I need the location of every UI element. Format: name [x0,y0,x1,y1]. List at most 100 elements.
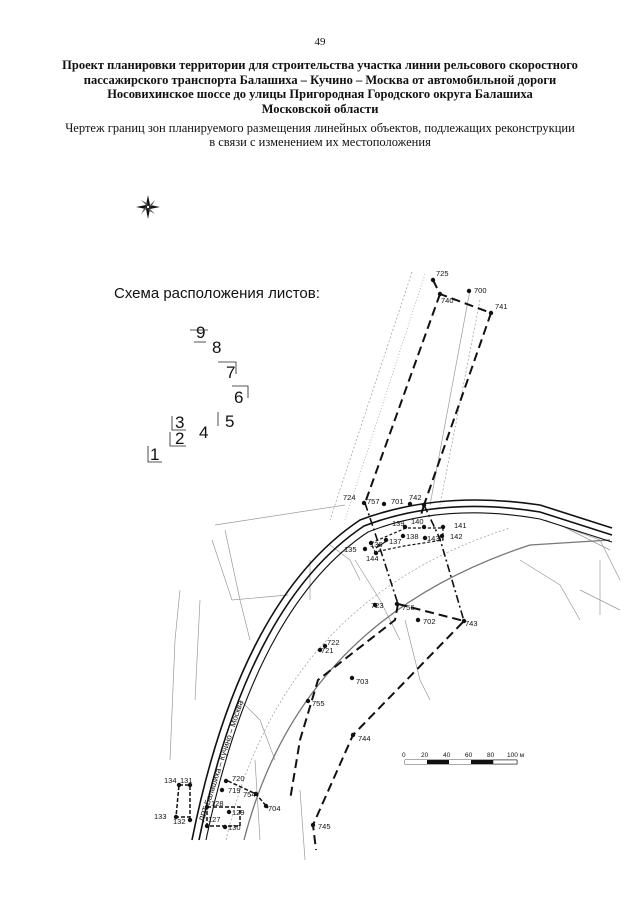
zone-boundary [289,279,493,851]
point-label: 723 [371,601,384,610]
point-label: 742 [409,493,422,502]
point-742 [421,502,427,508]
point-143 [422,535,428,541]
point-label: 745 [318,822,331,831]
sheet-6: 6 [234,388,244,407]
point-label: 700 [474,286,487,295]
point-label: 756 [402,603,415,612]
point-label: 754 [243,790,256,799]
point-label: 704 [268,804,281,813]
point-139 [402,524,408,530]
subtitle-line: в связи с изменением их местоположения [209,135,431,149]
scale-bar: 0 20 40 60 80 100 м [402,752,525,765]
point-label: 136 [370,540,383,549]
point-label: 755 [312,699,325,708]
point-label: 138 [406,532,419,541]
point-745 [310,822,316,828]
point-135 [362,546,368,552]
road-edge-outer [225,527,511,841]
point-label: 724 [343,493,356,502]
point-743 [461,618,467,624]
point-129 [226,809,232,815]
point-724 [361,500,367,506]
point-140 [421,524,427,530]
point-757 [381,501,387,507]
point-label: 128 [211,799,224,808]
sheet-8: 8 [212,338,222,357]
title-line: пассажирского транспорта Балашиха – Кучи… [83,72,557,87]
point-138 [400,533,406,539]
document-title: Проект планировки территории для строите… [40,58,600,116]
point-702 [415,617,421,623]
point-744 [350,732,356,738]
point-label: 141 [454,521,467,530]
point-754 [253,791,259,797]
point-722 [322,643,328,649]
point-756 [394,601,400,607]
point-label: 137 [389,537,402,546]
point-label: 725 [436,269,449,278]
sheet-5: 5 [225,412,235,431]
point-label: 740 [441,296,454,305]
point-label: 701 [391,497,404,506]
point-label: 134 [164,776,177,785]
sheet-7: 7 [226,363,236,382]
scale-tick: 0 [402,752,406,759]
point-labels: 725 700 740 741 724 757 701 742 139 140 … [154,269,508,832]
point-721 [317,647,323,653]
title-line: Проект планировки территории для строите… [62,58,578,72]
title-line: Носовихинское шоссе до улицы Пригородная… [107,87,533,101]
scale-tick: 100 м [507,752,525,759]
point-130 [222,824,228,830]
point-144 [373,550,379,556]
sheet-scheme-title: Схема расположения листов: [114,285,320,302]
point-131 [187,782,193,788]
railway-line [191,499,613,841]
point-label: 741 [495,302,508,311]
scale-tick: 40 [443,752,451,759]
survey-points [173,277,494,830]
point-label: 142 [450,532,463,541]
point-label: 720 [232,774,245,783]
point-704 [263,803,269,809]
sheet-2: 2 [175,429,185,448]
point-label: 129 [232,808,245,817]
point-label: 744 [358,734,371,743]
drawing-subtitle: Чертеж границ зон планируемого размещени… [40,121,600,149]
point-label: 144 [366,554,379,563]
point-label: 133 [154,812,167,821]
point-label: 721 [321,646,334,655]
point-label: 743 [465,619,478,628]
point-740 [437,291,443,297]
point-127 [204,823,210,829]
point-133 [173,814,179,820]
point-label: 131 [180,776,193,785]
point-label: 703 [356,677,369,686]
road-edge [243,539,611,841]
sheet-9: 9 [196,323,206,342]
point-719 [219,787,225,793]
scale-tick: 80 [487,752,495,759]
point-136 [368,540,374,546]
point-label: 143 [427,534,440,543]
point-701 [407,501,413,507]
sheet-4: 4 [199,423,209,442]
point-128 [204,804,210,810]
point-132 [187,817,193,823]
sheet-frames [147,329,249,463]
scale-tick: 20 [421,752,429,759]
point-label: 135 [344,545,357,554]
point-label: 132 [173,817,186,826]
point-703 [349,675,355,681]
point-label: 139 [392,519,405,528]
sheet-3: 3 [175,413,185,432]
point-134 [176,782,182,788]
sheet-1: 1 [150,445,160,464]
point-700 [466,288,472,294]
point-137 [383,537,389,543]
point-label: 127 [208,815,221,824]
point-741 [488,310,494,316]
zone-boundary-secondary [364,502,465,622]
point-720 [223,778,229,784]
